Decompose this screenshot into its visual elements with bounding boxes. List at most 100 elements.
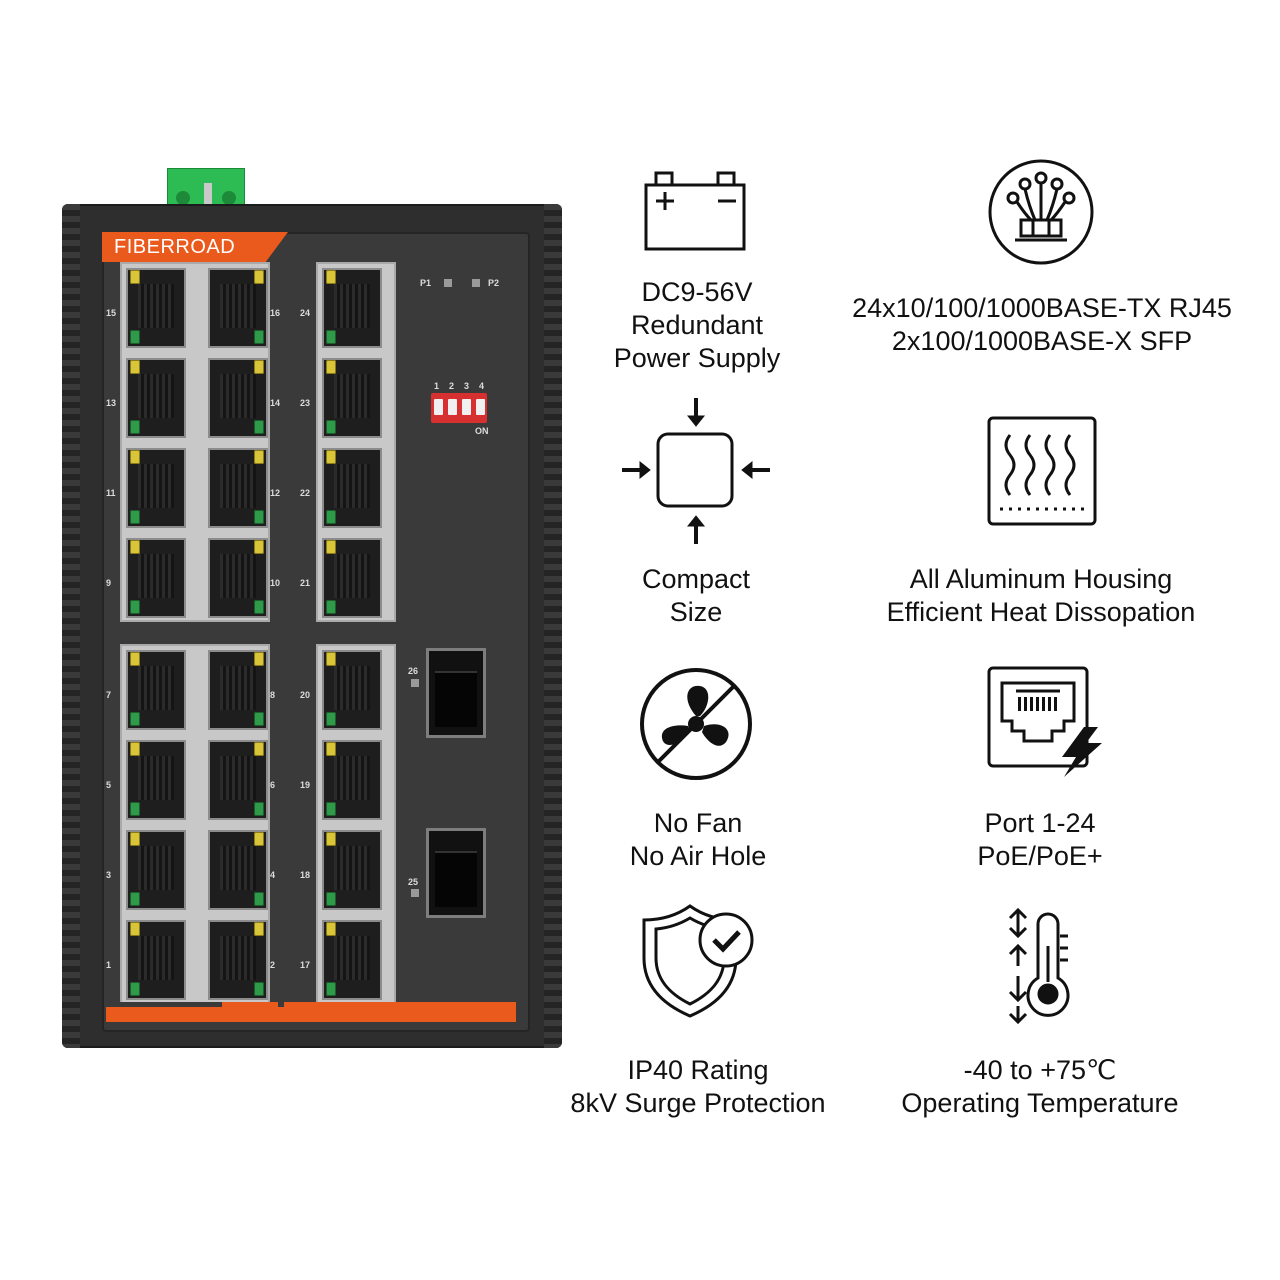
port-led-link <box>326 450 336 464</box>
port-number-label: 15 <box>106 308 117 318</box>
accent-stripe <box>106 1002 516 1022</box>
port-number-label: 20 <box>300 690 311 700</box>
port-led-link <box>130 832 140 846</box>
port-number-label: 16 <box>270 308 281 318</box>
dip-switch <box>431 393 487 423</box>
port-led-link <box>326 742 336 756</box>
port-led-link <box>130 742 140 756</box>
port-led-link <box>326 540 336 554</box>
port-number-label: 14 <box>270 398 281 408</box>
port-led-link <box>254 450 264 464</box>
port-number-label: 2 <box>270 960 276 970</box>
feature-housing-text: All Aluminum Housing Efficient Heat Diss… <box>856 563 1226 629</box>
port-led-act <box>326 420 336 434</box>
port-number-label: 3 <box>106 870 112 880</box>
port-led-act <box>254 982 264 996</box>
port-number-label: 4 <box>270 870 276 880</box>
shield-check-icon <box>642 904 754 1018</box>
port-led-link <box>130 922 140 936</box>
feature-housing-line: All Aluminum Housing <box>909 564 1173 594</box>
dip-number-4: 4 <box>479 381 485 391</box>
dip-number-1: 1 <box>434 381 440 391</box>
port-number-label: 18 <box>300 870 311 880</box>
port-led-act <box>130 510 140 524</box>
port-number-label: 17 <box>300 960 311 970</box>
port-led-act <box>254 892 264 906</box>
port-number-label: 10 <box>270 578 281 588</box>
port-led-link <box>326 270 336 284</box>
feature-power-text: DC9-56V Redundant Power Supply <box>590 276 804 375</box>
sfp-label-25: 25 <box>408 877 419 887</box>
power-terminal-block <box>167 168 245 209</box>
brand-logo: FIBERROAD <box>114 236 236 258</box>
port-led-act <box>254 420 264 434</box>
heat-dissipation-icon <box>987 416 1097 526</box>
feature-temperature-text: -40 to +75℃ Operating Temperature <box>890 1054 1190 1120</box>
dip-number-3: 3 <box>464 381 470 391</box>
port-number-label: 24 <box>300 308 311 318</box>
feature-housing-line: Efficient Heat Dissopation <box>886 597 1196 627</box>
port-led-link <box>254 270 264 284</box>
sfp-label-26: 26 <box>408 666 419 676</box>
port-led-act <box>326 802 336 816</box>
rj45-port <box>322 448 382 528</box>
port-led-link <box>130 360 140 374</box>
port-led-link <box>254 832 264 846</box>
port-led-act <box>326 892 336 906</box>
feature-temperature-line: Operating Temperature <box>901 1088 1179 1118</box>
port-led-act <box>130 892 140 906</box>
port-number-label: 8 <box>270 690 276 700</box>
port-led-act <box>254 802 264 816</box>
port-led-act <box>130 420 140 434</box>
port-led-link <box>254 540 264 554</box>
port-led-act <box>254 330 264 344</box>
compact-size-icon <box>622 398 770 544</box>
thermometer-icon <box>1008 907 1070 1025</box>
battery-icon <box>644 171 746 251</box>
port-led-link <box>130 270 140 284</box>
port-led-link <box>326 922 336 936</box>
port-number-label: 9 <box>106 578 112 588</box>
port-led-act <box>130 802 140 816</box>
port-number-label: 22 <box>300 488 311 498</box>
port-led-act <box>326 600 336 614</box>
port-led-act <box>326 330 336 344</box>
port-led-act <box>254 600 264 614</box>
housing-fins-right <box>544 204 562 1048</box>
feature-power-line: DC9-56V <box>641 277 753 307</box>
port-led-link <box>130 540 140 554</box>
port-number-label: 19 <box>300 780 311 790</box>
port-led-link <box>254 360 264 374</box>
port-number-label: 21 <box>300 578 311 588</box>
port-led-link <box>254 742 264 756</box>
port-led-act <box>130 982 140 996</box>
feature-temperature-line: -40 to +75℃ <box>963 1055 1117 1085</box>
port-led-act <box>130 712 140 726</box>
feature-protection-text: IP40 Rating 8kV Surge Protection <box>556 1054 840 1120</box>
port-number-label: 1 <box>106 960 112 970</box>
rj45-port <box>208 740 268 820</box>
feature-protection-line: IP40 Rating <box>627 1055 769 1085</box>
port-led-link <box>130 450 140 464</box>
power-led-label-p1: P1 <box>420 278 432 288</box>
feature-compact-line: Compact <box>641 564 751 594</box>
sfp-port-26 <box>426 648 486 738</box>
port-led-link <box>254 652 264 666</box>
port-led-act <box>130 330 140 344</box>
feature-fanless-line: No Fan <box>653 808 743 838</box>
port-led-link <box>326 832 336 846</box>
port-led-act <box>254 712 264 726</box>
port-number-label: 6 <box>270 780 276 790</box>
feature-fanless-text: No Fan No Air Hole <box>598 807 798 873</box>
feature-ports-line: 24x10/100/1000BASE-TX RJ45 <box>852 293 1232 323</box>
feature-poe-text: Port 1-24 PoE/PoE+ <box>940 807 1140 873</box>
poe-port-icon <box>987 666 1102 777</box>
feature-ports-line: 2x100/1000BASE-X SFP <box>891 326 1193 356</box>
fiber-optic-icon <box>988 159 1094 265</box>
port-number-label: 11 <box>106 488 116 498</box>
feature-power-line: Redundant <box>630 310 764 340</box>
port-led-act <box>326 510 336 524</box>
feature-power-line: Power Supply <box>613 343 781 373</box>
port-number-label: 23 <box>300 398 311 408</box>
